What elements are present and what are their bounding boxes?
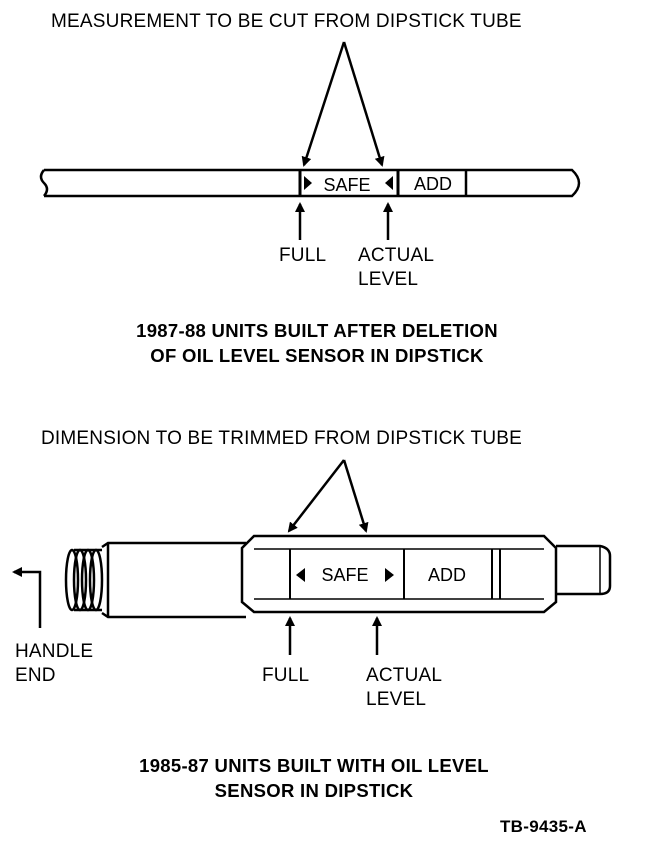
bottom-actual-label: ACTUAL xyxy=(366,665,443,686)
bottom-dipstick xyxy=(64,534,612,619)
top-dipstick xyxy=(39,168,581,198)
top-level-label: LEVEL xyxy=(358,269,419,290)
bottom-safe-text: SAFE xyxy=(321,565,368,585)
top-add-text: ADD xyxy=(414,174,452,194)
top-header-label: MEASUREMENT TO BE CUT FROM DIPSTICK TUBE xyxy=(51,11,522,32)
top-actual-label: ACTUAL xyxy=(358,245,435,266)
top-safe-text: SAFE xyxy=(323,175,370,195)
bottom-caption-line1: 1985-87 UNITS BUILT WITH OIL LEVEL xyxy=(139,755,489,776)
bottom-full-label: FULL xyxy=(262,665,310,686)
top-caption-line1: 1987-88 UNITS BUILT AFTER DELETION xyxy=(136,320,498,341)
bottom-arrows xyxy=(12,459,382,655)
top-caption-line2: OF OIL LEVEL SENSOR IN DIPSTICK xyxy=(150,345,484,366)
top-full-label: FULL xyxy=(279,245,327,266)
top-safe-markers xyxy=(304,176,393,190)
bottom-level-label: LEVEL xyxy=(366,689,427,710)
bottom-add-text: ADD xyxy=(428,565,466,585)
figure-id: TB-9435-A xyxy=(500,817,587,836)
bottom-header-label: DIMENSION TO BE TRIMMED FROM DIPSTICK TU… xyxy=(41,428,522,449)
handle-label: HANDLE xyxy=(15,641,94,662)
bottom-caption-line2: SENSOR IN DIPSTICK xyxy=(214,780,414,801)
top-arrows xyxy=(295,41,393,240)
handle-end-label: END xyxy=(15,665,56,686)
bottom-safe-markers xyxy=(296,568,394,582)
